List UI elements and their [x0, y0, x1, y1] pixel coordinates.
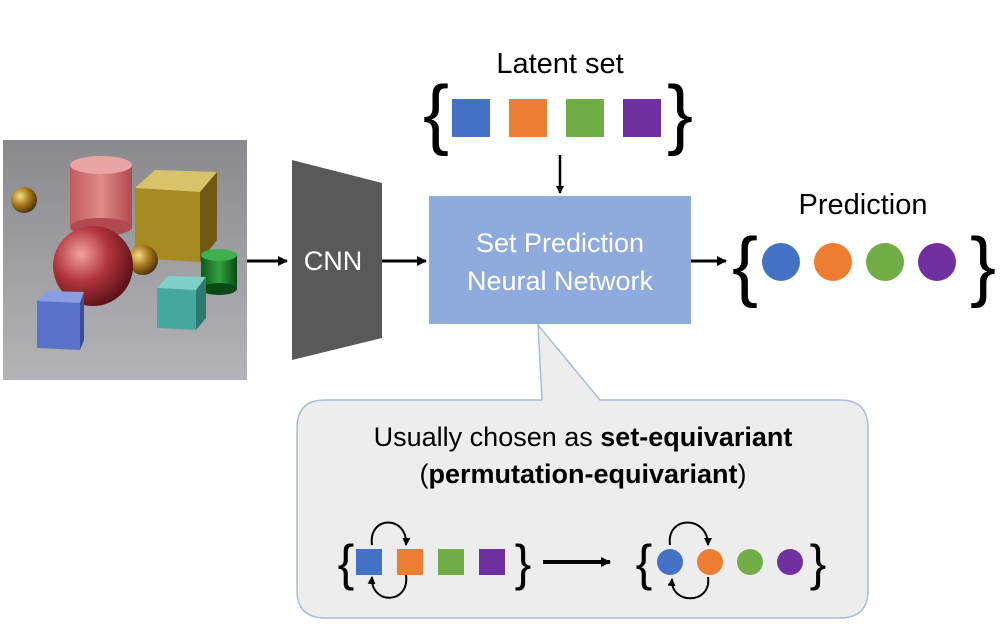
latent-square-4 — [623, 99, 661, 137]
latent-close-brace: } — [667, 69, 693, 157]
set-prediction-network-box — [429, 196, 691, 324]
callout-circle-4 — [777, 549, 803, 575]
callout-bubble — [296, 322, 869, 619]
callout-circle-1 — [657, 549, 683, 575]
prediction-title: Prediction — [799, 189, 928, 221]
callout-right-close-brace: } — [810, 535, 827, 591]
swap-arrow-top-right — [668, 521, 712, 546]
prediction-circle-1 — [762, 243, 800, 281]
callout-square-4 — [479, 549, 505, 575]
callout-left-open-brace: { — [338, 535, 355, 591]
callout-circle-set — [657, 549, 803, 575]
callout-line2-close: ) — [738, 459, 747, 489]
input-scene-image — [3, 140, 247, 380]
prediction-circle-2 — [814, 243, 852, 281]
prediction-open-brace: { — [732, 221, 758, 309]
swap-arrow-top-left — [370, 521, 411, 546]
callout-square-set — [356, 549, 505, 575]
prediction-circle-3 — [866, 243, 904, 281]
callout-line1-bold: set-equivariant — [600, 422, 792, 452]
latent-open-brace: { — [423, 69, 449, 157]
latent-square-2 — [509, 99, 547, 137]
callout-circle-2 — [697, 549, 723, 575]
callout-circle-3 — [737, 549, 763, 575]
prediction-circles — [762, 243, 956, 281]
prediction-circle-4 — [918, 243, 956, 281]
callout-left-close-brace: } — [515, 535, 532, 591]
callout-line1: Usually chosen as set-equivariant — [374, 422, 793, 452]
latent-set-squares — [452, 99, 661, 137]
callout-line2-open: ( — [419, 459, 428, 489]
prediction-close-brace: } — [970, 221, 996, 309]
callout-square-2 — [397, 549, 423, 575]
callout-right-open-brace: { — [636, 535, 653, 591]
latent-square-1 — [452, 99, 490, 137]
callout-square-3 — [438, 549, 464, 575]
cnn-encoder — [292, 160, 382, 360]
network-label-line2: Neural Network — [467, 266, 654, 296]
latent-square-3 — [566, 99, 604, 137]
cnn-label: CNN — [304, 246, 363, 276]
swap-arrow-bottom-left — [367, 574, 408, 599]
callout-line1-plain: Usually chosen as — [374, 422, 601, 452]
latent-set-title: Latent set — [496, 48, 623, 80]
callout-line2: (permutation-equivariant) — [419, 459, 746, 489]
swap-arrow-bottom-right — [667, 576, 710, 600]
callout-square-1 — [356, 549, 382, 575]
network-label-line1: Set Prediction — [476, 228, 644, 258]
callout-line2-bold: permutation-equivariant — [428, 459, 737, 489]
